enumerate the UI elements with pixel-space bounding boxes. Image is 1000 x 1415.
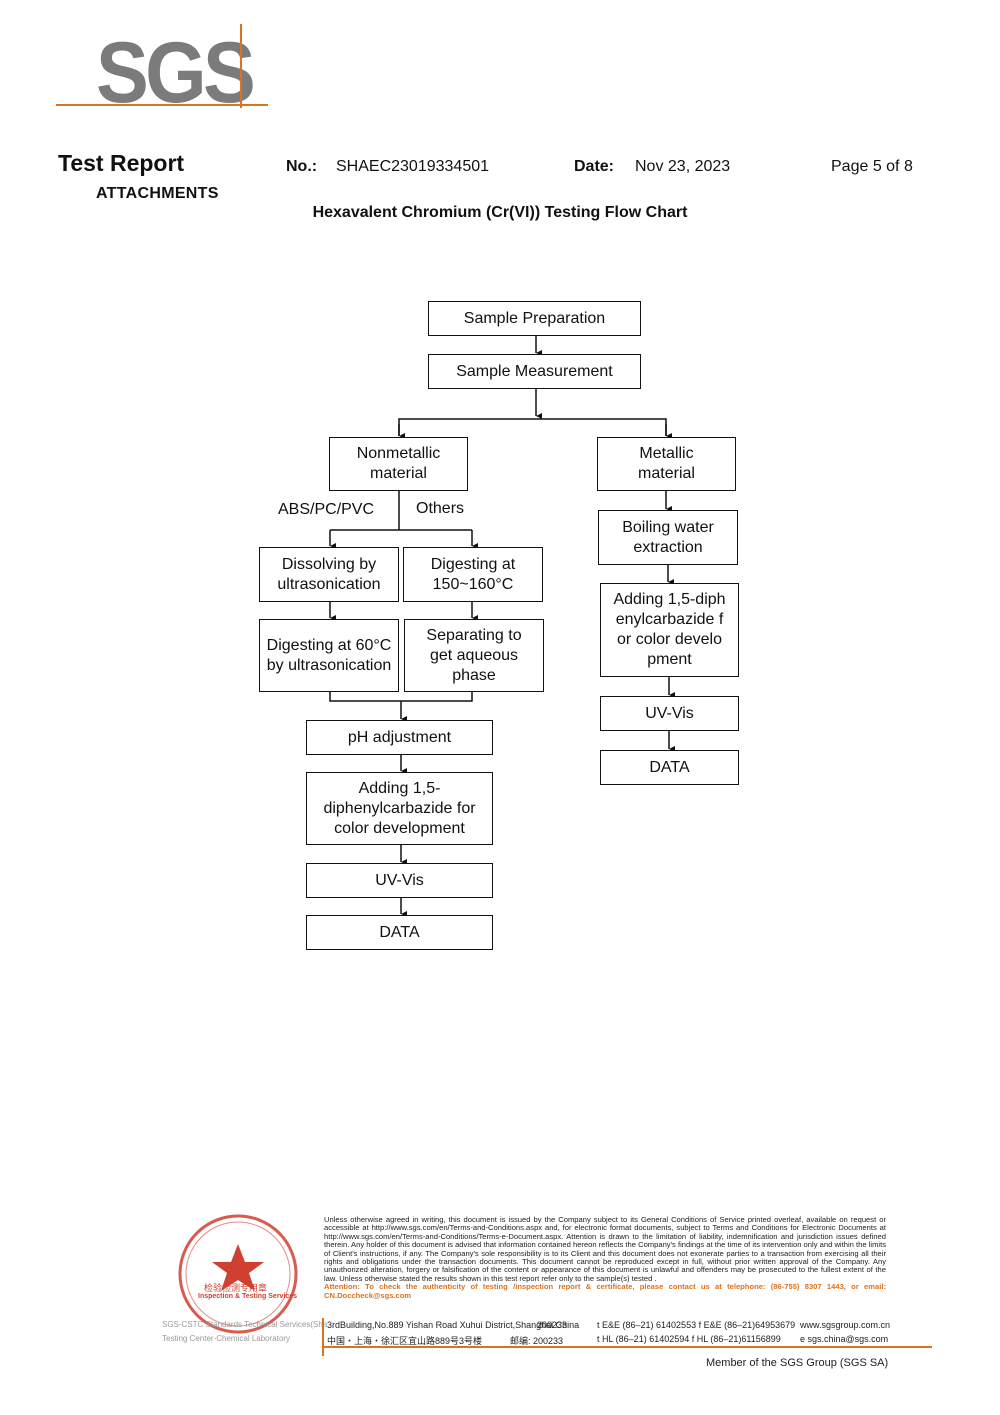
box-separating: Separating to get aqueous phase <box>404 619 544 692</box>
page-number: Page 5 of 8 <box>831 158 913 175</box>
footer-rule <box>322 1346 932 1348</box>
seal-english-text: Inspection & Testing Services <box>198 1293 298 1300</box>
box-boiling-water: Boiling water extraction <box>598 510 738 565</box>
zip-en: 200233 <box>537 1320 568 1330</box>
no-label: No.: <box>286 158 318 175</box>
box-ph-adjustment: pH adjustment <box>306 720 493 755</box>
address-en: 3rdBuilding,No.889 Yishan Road Xuhui Dis… <box>327 1320 580 1330</box>
box-digesting-60: Digesting at 60°C by ultrasonication <box>259 619 399 692</box>
flow-connectors <box>329 336 1000 1000</box>
report-date: Nov 23, 2023 <box>635 158 731 175</box>
logo-underline <box>56 104 268 106</box>
phone-cn: t HL (86–21) 61402594 f HL (86–21)611568… <box>597 1334 781 1344</box>
footer-disclaimer: Unless otherwise agreed in writing, this… <box>324 1215 886 1300</box>
address-cn: 中国・上海・徐汇区宜山路889号3号楼 <box>327 1336 483 1346</box>
website: www.sgsgroup.com.cn <box>800 1320 891 1330</box>
seal-center-text: 检验检测专用章 <box>204 1283 268 1293</box>
footer-vertical-rule <box>322 1318 324 1356</box>
seal-lab-line: Testing Center-Chemical Laboratory <box>162 1334 291 1343</box>
email: e sgs.china@sgs.com <box>800 1334 889 1344</box>
box-metallic-material: Metallic material <box>597 437 736 491</box>
box-sample-preparation: Sample Preparation <box>428 301 641 336</box>
box-adding-right: Adding 1,5-diphenylcarbazide for color d… <box>600 583 739 677</box>
company-seal <box>178 1214 298 1334</box>
flow-chart-title: Hexavalent Chromium (Cr(VI)) Testing Flo… <box>312 204 688 221</box>
label-abs-pc-pvc: ABS/PC/PVC <box>278 501 375 518</box>
box-data-left: DATA <box>306 915 493 950</box>
footer-attention: Attention: To check the authenticity of … <box>324 1282 886 1300</box>
phone-en: t E&E (86–21) 61402553 f E&E (86–21)6495… <box>597 1320 796 1330</box>
box-digesting-150: Digesting at 150~160°C <box>403 547 543 602</box>
box-dissolving: Dissolving by ultrasonication <box>259 547 399 602</box>
report-title: Test Report <box>58 150 185 176</box>
date-label: Date: <box>574 158 615 175</box>
member-text: Member of the SGS Group (SGS SA) <box>706 1357 889 1369</box>
report-number: SHAEC23019334501 <box>336 158 490 175</box>
box-adding-left: Adding 1,5-diphenylcarbazide for color d… <box>306 772 493 845</box>
report-subtitle: ATTACHMENTS <box>96 185 219 202</box>
box-data-right: DATA <box>600 750 739 785</box>
box-uvvis-left: UV-Vis <box>306 863 493 898</box>
logo-vertical-line <box>240 24 242 108</box>
zip-cn: 邮编: 200233 <box>510 1336 564 1346</box>
sgs-logo: SGS <box>96 25 256 121</box>
box-uvvis-right: UV-Vis <box>600 696 739 731</box>
seal-company-line: SGS-CSTC Standards Technical Services(Sh… <box>162 1320 327 1329</box>
box-sample-measurement: Sample Measurement <box>428 354 641 389</box>
box-nonmetallic-material: Nonmetallic material <box>329 437 468 491</box>
label-others: Others <box>416 500 465 517</box>
